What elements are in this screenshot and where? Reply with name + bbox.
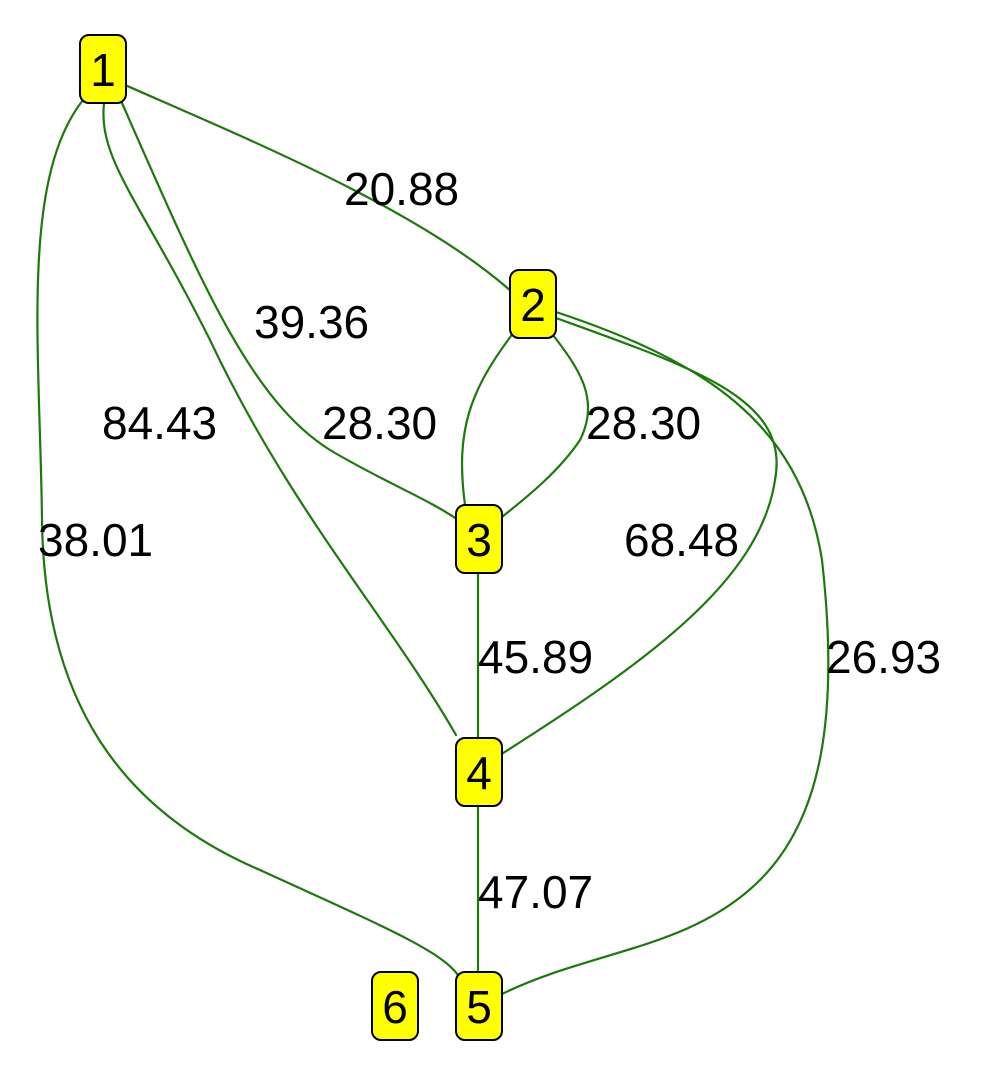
nodes: 1 2 3 4 5 6 — [79, 34, 557, 1041]
edge-1-3 — [120, 101, 460, 522]
node-6-box — [371, 971, 419, 1041]
edge-label-1-5: 38.01 — [38, 514, 153, 566]
edge-label-3-4: 45.89 — [478, 631, 593, 683]
edge-label-1-2: 20.88 — [344, 163, 459, 215]
node-6-label: 6 — [382, 981, 408, 1033]
node-3: 3 — [455, 504, 503, 574]
edges — [36, 83, 830, 997]
node-2-label: 2 — [520, 279, 546, 331]
edge-label-2-3-a: 28.30 — [322, 397, 437, 449]
node-3-box — [455, 504, 503, 574]
node-5-label: 5 — [466, 981, 492, 1033]
edge-1-2 — [123, 83, 514, 294]
edge-label-2-4: 68.48 — [624, 514, 739, 566]
node-1-label: 1 — [90, 44, 116, 96]
edge-label-1-3: 39.36 — [254, 296, 369, 348]
node-2-box — [509, 269, 557, 339]
edge-1-5 — [36, 98, 460, 977]
edge-label-2-3-b: 28.30 — [586, 397, 701, 449]
edge-2-3-b — [496, 333, 590, 522]
node-6: 6 — [371, 971, 419, 1041]
edge-label-4-5: 47.07 — [478, 866, 593, 918]
node-3-label: 3 — [466, 514, 492, 566]
node-1-box — [79, 34, 127, 104]
edge-1-4 — [102, 101, 458, 737]
node-1: 1 — [79, 34, 127, 104]
edge-label-2-5: 26.93 — [826, 631, 941, 683]
edge-2-5 — [498, 310, 830, 997]
node-4: 4 — [455, 737, 503, 807]
node-2: 2 — [509, 269, 557, 339]
node-4-label: 4 — [466, 747, 492, 799]
edge-labels: 20.88 39.36 84.43 38.01 28.30 28.30 68.4… — [38, 163, 941, 918]
node-4-box — [455, 737, 503, 807]
edge-2-3-a — [460, 330, 516, 507]
node-5-box — [455, 971, 503, 1041]
edge-label-1-4: 84.43 — [102, 397, 217, 449]
node-5: 5 — [455, 971, 503, 1041]
